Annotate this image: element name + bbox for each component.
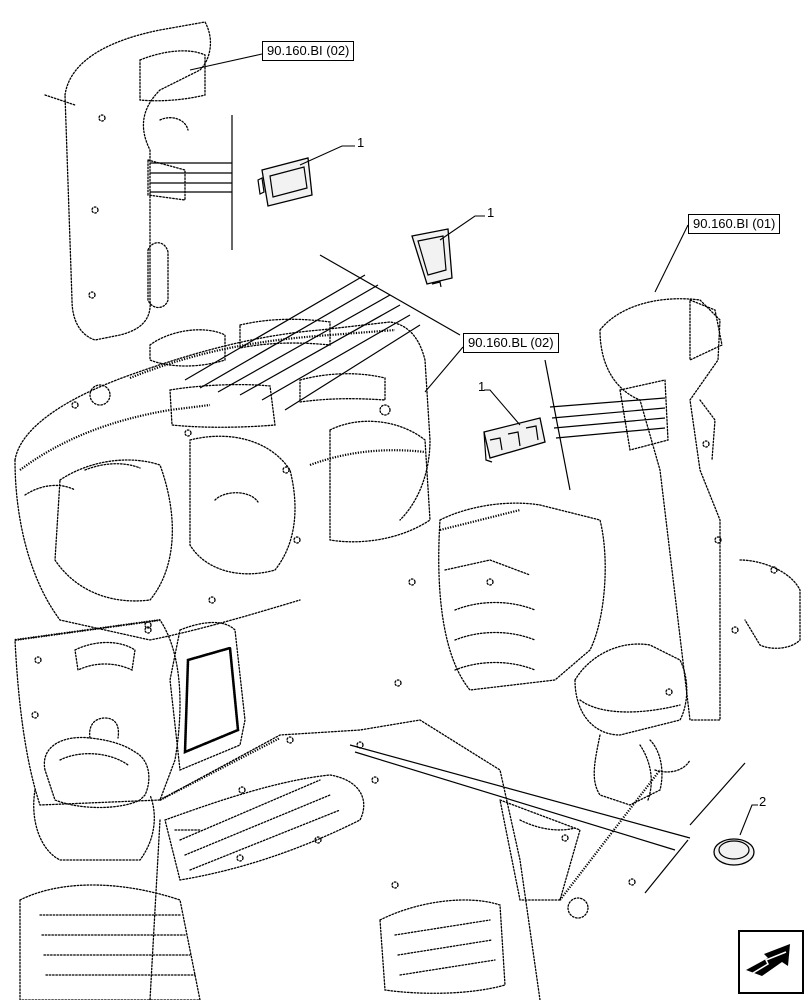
cab-floor [19,719,541,1000]
lower-left-panel [14,618,246,806]
part-1-clip [483,417,546,463]
reference-90-160-bl-02[interactable]: 90.160.BL (02) [463,333,559,353]
reference-leaders [189,53,689,393]
reference-90-160-bi-02[interactable]: 90.160.BI (02) [262,41,355,61]
right-side-panel [394,502,606,691]
callout-1-top: 1 [357,135,365,150]
seat-armrest [499,643,691,919]
right-pillar [599,298,801,721]
callout-2: 2 [759,794,767,809]
reference-90-160-bi-01[interactable]: 90.160.BI (01) [688,214,781,234]
callout-1-right: 1 [478,379,486,394]
left-pillar [44,21,212,341]
dashboard-console [14,318,431,641]
navigation-arrow-icon[interactable] [738,930,804,994]
part-1-plug-middle [411,228,453,288]
location-lines [150,115,746,894]
callout-1-middle: 1 [487,205,495,220]
joystick [33,717,155,861]
part-2-round-plug [713,838,755,866]
part-1-plug-top [257,157,313,207]
callout-leaders [299,145,758,836]
